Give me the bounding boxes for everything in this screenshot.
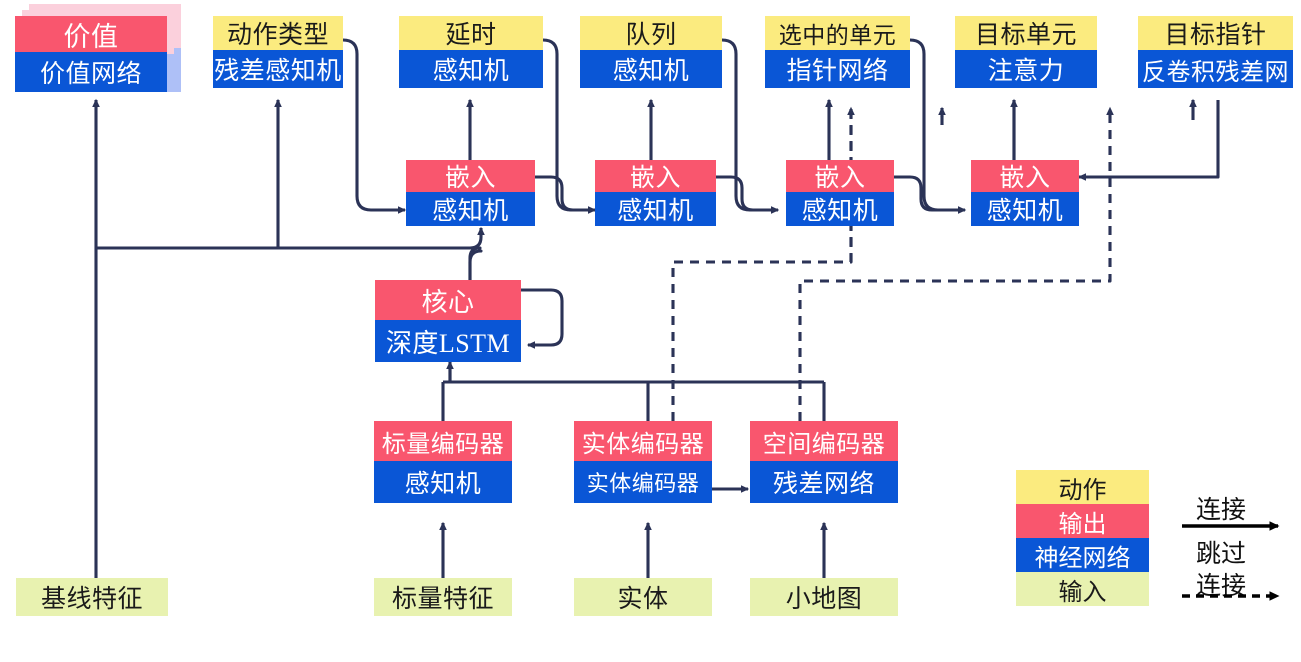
node-scalar-features[interactable]: 标量特征	[374, 578, 512, 616]
legend-swatches: 动作 输出 神经网络 输入	[1016, 470, 1149, 606]
target-pointer-action-label: 目标指针	[1138, 16, 1293, 50]
action-type-action-label: 动作类型	[213, 16, 343, 50]
node-entity-encoder[interactable]: 实体编码器 实体编码器	[574, 421, 712, 503]
embed-2-output-label: 嵌入	[595, 160, 716, 192]
legend-arrows	[1182, 521, 1280, 601]
value-network-label: 价值网络	[15, 52, 167, 92]
node-embed-4[interactable]: 嵌入 感知机	[971, 160, 1079, 226]
wire-core-self-loop	[521, 288, 564, 349]
node-embed-2[interactable]: 嵌入 感知机	[595, 160, 716, 226]
node-embed-3[interactable]: 嵌入 感知机	[786, 160, 894, 226]
legend-connection-label: 连接	[1196, 497, 1247, 524]
core-network-label: 深度LSTM	[375, 320, 521, 362]
legend-network-label: 神经网络	[1016, 538, 1149, 572]
node-minimap[interactable]: 小地图	[750, 578, 898, 616]
embed-4-network-label: 感知机	[971, 192, 1079, 226]
spatial-encoder-output-label: 空间编码器	[750, 421, 898, 461]
delay-network-label: 感知机	[399, 50, 543, 88]
node-core[interactable]: 核心 深度LSTM	[375, 280, 521, 362]
legend-input-label: 输入	[1016, 572, 1149, 606]
legend-action-label: 动作	[1016, 470, 1149, 504]
node-selected-units[interactable]: 选中的单元 指针网络	[765, 16, 910, 88]
entity-encoder-network-label: 实体编码器	[574, 461, 712, 503]
wire-skip-entity-to-selected-units	[671, 106, 855, 421]
embed-1-network-label: 感知机	[406, 192, 535, 226]
embed-4-output-label: 嵌入	[971, 160, 1079, 192]
action-type-network-label: 残差感知机	[213, 50, 343, 88]
node-target-unit[interactable]: 目标单元 注意力	[955, 16, 1097, 88]
scalar-encoder-network-label: 感知机	[374, 461, 512, 503]
value-output-label: 价值	[15, 16, 167, 52]
embed-3-output-label: 嵌入	[786, 160, 894, 192]
wire-embed-2-to-embed-3	[716, 175, 780, 214]
wire-embed-1-to-embed-2	[535, 175, 597, 214]
node-value[interactable]: 价值 价值网络	[15, 4, 181, 100]
selected-units-action-label: 选中的单元	[765, 16, 910, 50]
wire-core-out	[468, 246, 482, 282]
wire-embed-3-to-embed-4	[894, 175, 967, 214]
wire-core-to-embed-1	[469, 226, 485, 250]
node-entities[interactable]: 实体	[574, 578, 712, 616]
node-action-type[interactable]: 动作类型 残差感知机	[213, 16, 343, 88]
embed-3-network-label: 感知机	[786, 192, 894, 226]
core-output-label: 核心	[375, 280, 521, 320]
queue-action-label: 队列	[580, 16, 722, 50]
node-queue[interactable]: 队列 感知机	[580, 16, 722, 88]
node-spatial-encoder[interactable]: 空间编码器 残差网络	[750, 421, 898, 503]
node-delay[interactable]: 延时 感知机	[399, 16, 543, 88]
embed-1-output-label: 嵌入	[406, 160, 535, 192]
wire-skip-spatial-to-target-pointer	[798, 106, 1114, 421]
embed-2-network-label: 感知机	[595, 192, 716, 226]
wire-target-pointer-feedback	[1077, 100, 1220, 181]
legend-output-label: 输出	[1016, 504, 1149, 538]
scalar-encoder-output-label: 标量编码器	[374, 421, 512, 461]
delay-action-label: 延时	[399, 16, 543, 50]
target-pointer-network-label: 反卷积残差网	[1138, 50, 1293, 88]
node-scalar-encoder[interactable]: 标量编码器 感知机	[374, 421, 512, 503]
legend-skip-connection-label-2: 连接	[1196, 573, 1247, 600]
spatial-encoder-network-label: 残差网络	[750, 461, 898, 503]
target-unit-network-label: 注意力	[955, 50, 1097, 88]
queue-network-label: 感知机	[580, 50, 722, 88]
legend-skip-connection-label-1: 跳过	[1196, 541, 1247, 568]
entity-encoder-output-label: 实体编码器	[574, 421, 712, 461]
node-target-pointer[interactable]: 目标指针 反卷积残差网	[1138, 16, 1293, 88]
target-unit-action-label: 目标单元	[955, 16, 1097, 50]
node-baseline-features[interactable]: 基线特征	[16, 578, 168, 616]
node-embed-1[interactable]: 嵌入 感知机	[406, 160, 535, 226]
wire-action-type-to-embed-1	[342, 38, 407, 214]
selected-units-network-label: 指针网络	[765, 50, 910, 88]
